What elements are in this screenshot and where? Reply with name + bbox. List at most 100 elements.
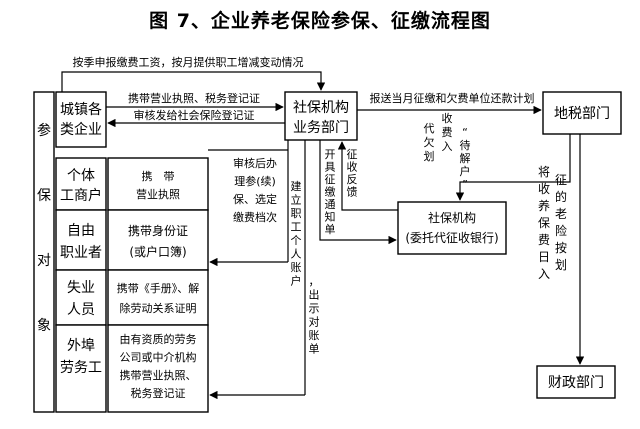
urban-enterprise-line: 类企业: [60, 121, 102, 138]
vertical-char: 人: [291, 248, 302, 261]
vertical-char: 账: [291, 261, 302, 274]
vertical-char: 欠: [424, 135, 435, 149]
individual-doc-box: [107, 157, 209, 211]
arrears-label-col: “待解户”: [460, 126, 471, 191]
review-line: 理参(续): [234, 174, 276, 188]
unemployed-doc-line: 携带《手册》、解: [117, 281, 200, 295]
agency-top-line: 社保机构: [293, 100, 349, 116]
freelance-doc-box: [107, 209, 209, 271]
vertical-char: ”: [462, 178, 468, 191]
vertical-char: 馈: [347, 186, 358, 199]
vertical-char: 日: [538, 250, 550, 264]
agency-bank-line: (委托代征收银行): [405, 231, 498, 245]
vertical-char: 将: [538, 165, 550, 179]
vertical-char: 账: [309, 329, 320, 342]
finance-label: 财政部门: [548, 375, 604, 391]
vertical-char: 老: [555, 207, 567, 221]
vertical-char: 划: [555, 258, 567, 272]
vertical-char: “: [462, 126, 468, 139]
vertical-char: 户: [460, 164, 471, 178]
vertical-char: 解: [460, 151, 471, 165]
migrant-doc-line: 公司或中介机构: [120, 350, 197, 364]
vertical-char: 收: [347, 160, 358, 174]
agency-bank-line: 社保机构: [428, 210, 476, 225]
migrant-line: 外埠: [67, 337, 95, 354]
subjects-label: 参 保 对 象: [37, 122, 51, 334]
vertical-char: 入: [538, 267, 550, 281]
arrears-label-col: 收费入: [442, 111, 453, 153]
migrant-box: [55, 324, 107, 413]
vertical-char: 建: [291, 179, 302, 193]
arrears-label-col: 代欠划: [424, 122, 435, 163]
vertical-char: 划: [424, 150, 435, 163]
page-title: 图 7、企业养老保险参保、征缴流程图: [149, 10, 491, 32]
subjects-box: [33, 91, 55, 413]
top-report-arrow: [61, 71, 326, 92]
vertical-char: 具: [325, 161, 336, 174]
vertical-char: 单: [309, 343, 320, 356]
vertical-char: 立: [291, 193, 302, 207]
migrant-doc-line: 税务登记证: [131, 386, 186, 400]
individual-line: 个体: [67, 168, 95, 184]
migrant-doc-box: [107, 324, 209, 413]
carry-license-label: 携带营业执照、税务登记证: [128, 91, 260, 105]
individual-box: [55, 157, 107, 211]
vertical-char: 待: [460, 138, 471, 152]
vertical-char: 费: [442, 126, 453, 139]
vertical-char: 缴: [325, 185, 336, 199]
issue-card-label: 审核发给社会保险登记证: [134, 108, 255, 122]
migrant-doc-line: 携带营业执照、: [120, 368, 197, 382]
urban-enterprise-box: [55, 91, 107, 148]
vertical-char: 代: [424, 122, 435, 135]
individual-doc-line: 携 带: [142, 169, 175, 183]
freelance-doc-line: 携带身份证: [128, 223, 188, 238]
agency-top-line: 业务部门: [293, 120, 349, 136]
vertical-char: 按: [555, 241, 567, 255]
agency-top-box: [284, 91, 358, 141]
vertical-char: ，: [309, 275, 320, 288]
freelance-line: 职业者: [60, 245, 102, 261]
vertical-char: 对: [309, 315, 320, 329]
collect-feedback-arrow: [337, 141, 398, 211]
vertical-char: 征: [555, 173, 567, 187]
vertical-char: 收: [538, 182, 550, 196]
subjects-char: 象: [37, 318, 51, 334]
subjects-char: 参: [37, 122, 51, 139]
freelance-doc-line: (或户口簿): [129, 244, 186, 259]
unemployed-line: 人员: [67, 302, 95, 318]
unemployed-line: 失业: [67, 280, 95, 296]
tax-box: [542, 91, 622, 135]
vertical-char: 保: [538, 216, 550, 230]
arrears-arrow: [455, 134, 571, 201]
agency-bank-box: [397, 201, 507, 255]
vertical-char: 费: [538, 233, 550, 247]
vertical-char: 的: [555, 189, 567, 204]
vertical-char: 户: [291, 274, 302, 288]
review-line: 缴费档次: [233, 210, 277, 224]
vertical-char: 出: [309, 288, 320, 302]
freelance-box: [55, 209, 107, 271]
individual-line: 工商户: [60, 187, 102, 204]
migrant-doc-line: 由有资质的劳务: [120, 332, 197, 346]
issue-notice-arrow: [319, 140, 397, 245]
review-line: 审核后办: [233, 156, 277, 170]
vertical-char: 开: [325, 148, 336, 161]
vertical-char: 通: [325, 198, 336, 211]
unemployed-doc-line: 除劳动关系证明: [120, 301, 197, 315]
vertical-char: 反: [347, 173, 358, 186]
freelance-line: 自由: [67, 223, 95, 239]
vertical-char: 知: [325, 210, 336, 224]
vertical-char: 入: [442, 140, 453, 153]
individual-doc-line: 营业执照: [136, 187, 180, 201]
monthly-report-label: 报送当月征缴和欠费单位还款计划: [370, 91, 535, 105]
review-label: 审核后办 理参(续) 保、选定 缴费档次: [233, 156, 277, 224]
unemployed-doc-box: [107, 269, 209, 326]
vertical-char: 征: [347, 148, 358, 161]
